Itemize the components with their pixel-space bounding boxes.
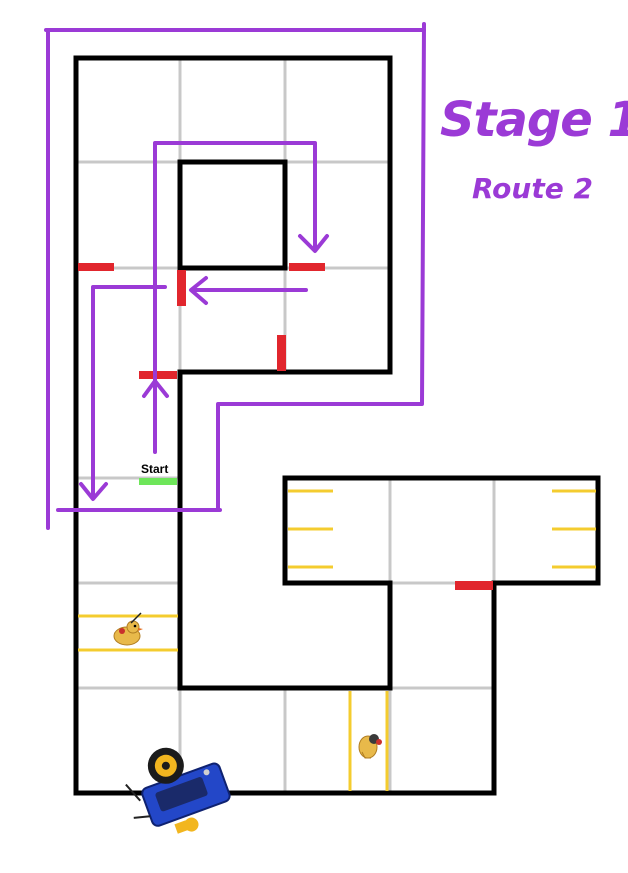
start-label: Start <box>141 462 168 476</box>
stage-title: Stage 1 <box>440 92 628 148</box>
parking-lines <box>78 491 596 791</box>
barrier <box>289 263 325 271</box>
barrier <box>78 263 114 271</box>
barrier <box>277 335 286 371</box>
route-path <box>46 24 424 528</box>
rubber-duck-icon <box>114 613 143 645</box>
robot-car-icon <box>115 732 238 849</box>
barrier <box>139 371 177 379</box>
barrier <box>177 270 186 306</box>
barrier <box>455 581 493 590</box>
start-marker <box>139 478 177 485</box>
route-title: Route 2 <box>472 172 593 205</box>
rubber-duck-icon <box>359 734 382 758</box>
